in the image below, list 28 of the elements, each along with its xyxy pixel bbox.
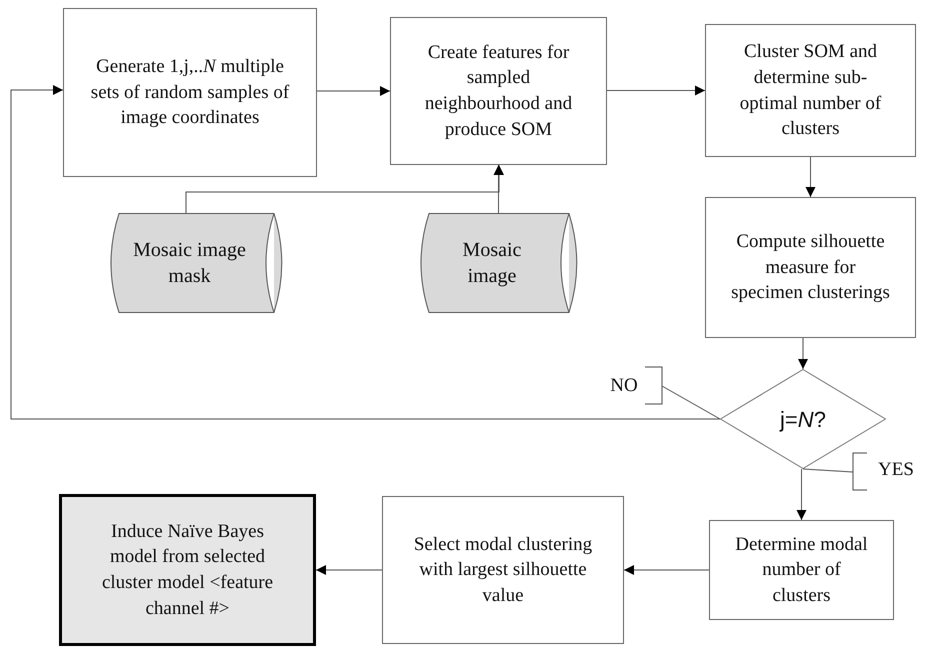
arrow — [624, 565, 710, 575]
arrow — [10, 85, 720, 420]
node-text: j=N? — [780, 406, 826, 434]
node-text: Select modal clustering with largest silhouette value — [412, 532, 594, 608]
process-box — [390, 17, 607, 165]
process-box — [709, 520, 894, 620]
node-text: Mosaic image mask — [132, 238, 247, 289]
node-text: Compute silhouette measure for specimen clusterings — [730, 230, 891, 306]
node-text: Induce Naïve Bayes model from selected cluster model <feature channel #> — [100, 520, 274, 621]
node-text: Generate 1,j,..N multiple sets of random samples of image coordinates — [90, 55, 290, 130]
arrow — [316, 86, 390, 96]
process-box — [382, 496, 624, 644]
arrow — [186, 164, 504, 214]
process-box — [63, 8, 317, 177]
process-box — [59, 494, 316, 646]
node-text: Determine modal number of clusters — [734, 532, 869, 608]
arrow — [316, 565, 382, 575]
edge-label: NO — [609, 374, 639, 398]
arrow — [606, 86, 706, 96]
arrow — [806, 156, 816, 198]
edge-label: YES — [877, 458, 915, 482]
arrow — [796, 468, 806, 520]
process-box — [705, 197, 916, 338]
node-text: Cluster SOM and determine sub-optimal number of clusters — [738, 40, 882, 142]
node-text: Create features for sampled neighbourhood and produce SOM — [424, 40, 574, 142]
node-text: Mosaic image — [462, 238, 522, 289]
process-box — [705, 24, 916, 157]
arrow — [798, 338, 808, 370]
